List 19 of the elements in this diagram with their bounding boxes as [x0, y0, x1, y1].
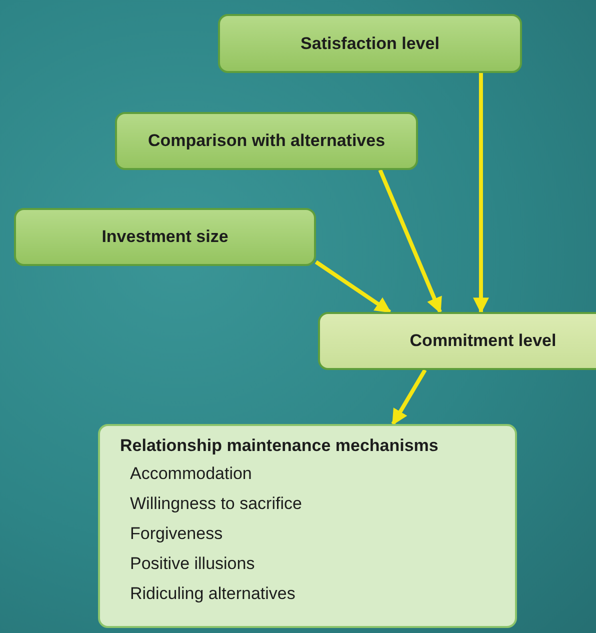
box-title: Investment size [102, 227, 228, 247]
box-title: Relationship maintenance mechanisms [120, 436, 438, 456]
list-item: Positive illusions [130, 553, 255, 575]
list-item: Accommodation [130, 463, 252, 485]
box-title: Comparison with alternatives [148, 131, 386, 151]
process-box [14, 208, 316, 266]
list-item: Forgiveness [130, 523, 223, 545]
box-title: Satisfaction level [300, 34, 440, 54]
arrow [391, 368, 427, 426]
list-item: Willingness to sacrifice [130, 493, 302, 515]
arrow [314, 260, 392, 314]
process-box [115, 112, 418, 170]
process-box [318, 312, 596, 370]
arrow [378, 169, 442, 314]
arrow [472, 73, 489, 314]
list-box [98, 424, 517, 628]
process-box [218, 14, 522, 73]
box-title: Commitment level [410, 331, 556, 351]
list-item: Ridiculing alternatives [130, 583, 296, 605]
